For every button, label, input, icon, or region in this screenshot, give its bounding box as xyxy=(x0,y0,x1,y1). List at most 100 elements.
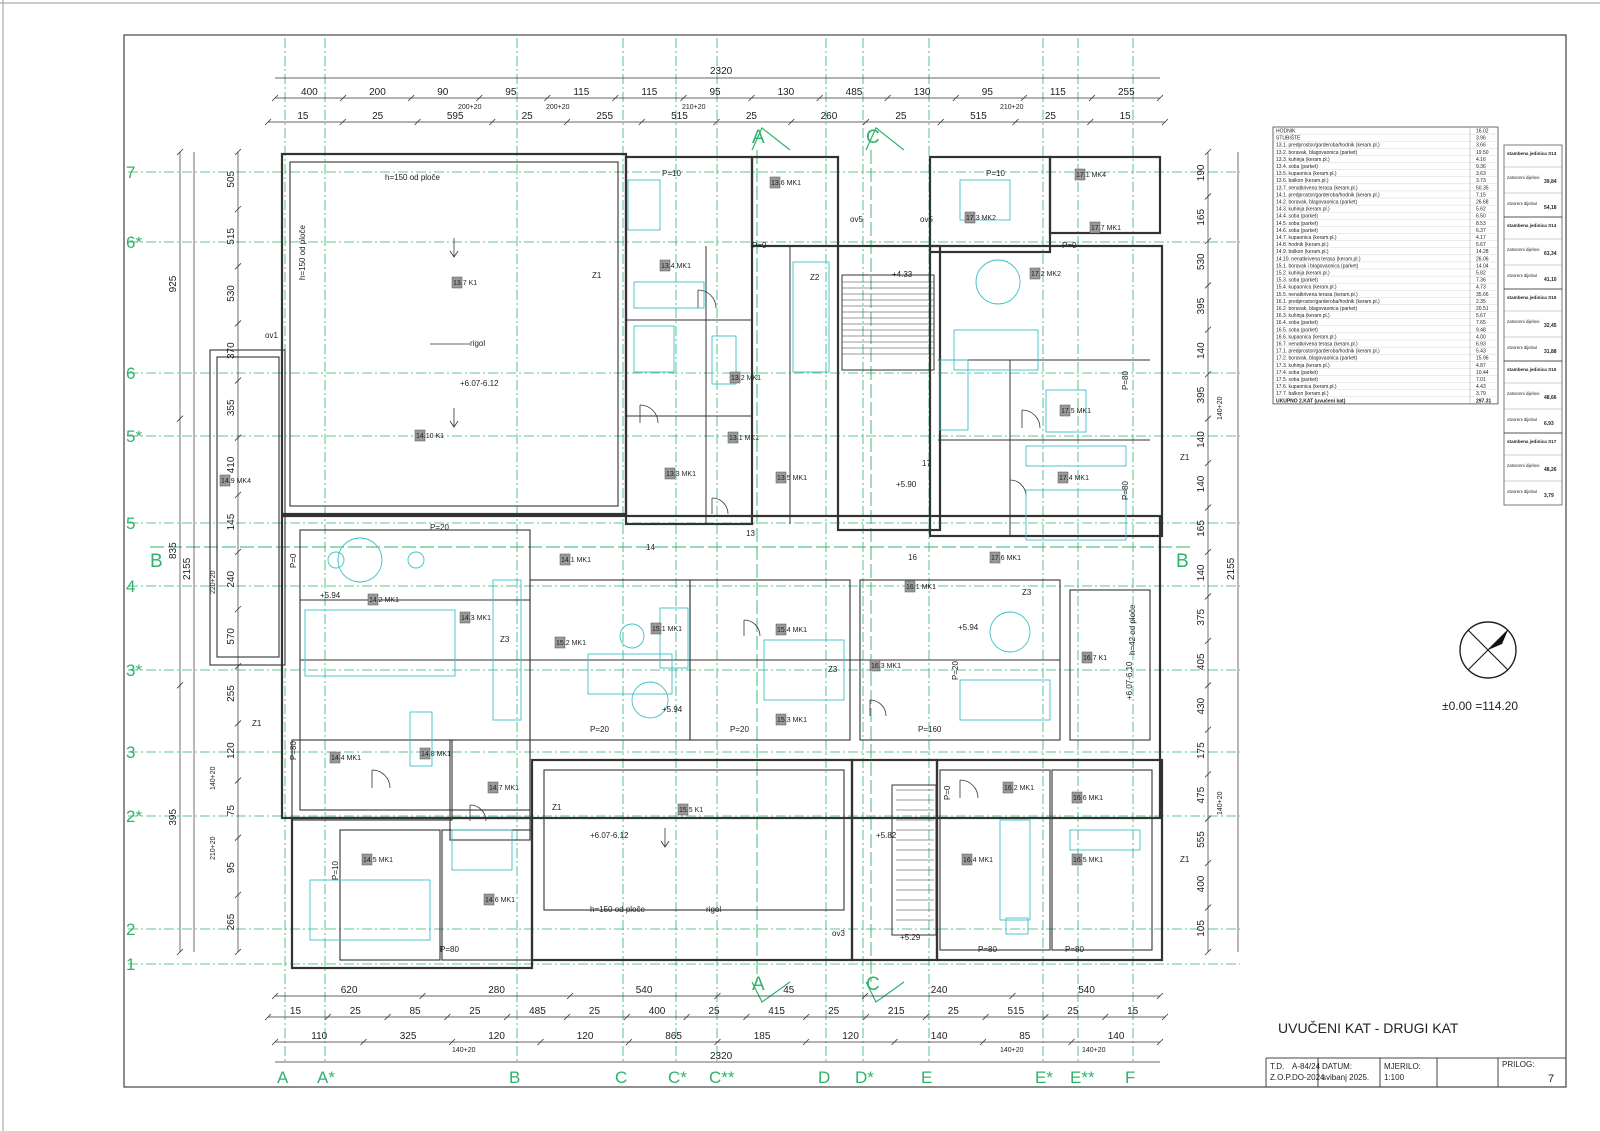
wall xyxy=(280,514,1162,820)
room-tag: 17.3 MK2 xyxy=(966,215,996,222)
dim-tick xyxy=(1204,459,1212,467)
unit-open-value: 31,88 xyxy=(1544,349,1557,355)
area-row-value: 2.35 xyxy=(1476,299,1486,305)
dim-tick xyxy=(234,491,242,499)
bottom-row2-value: 25 xyxy=(589,1006,601,1017)
area-total-value: 297.31 xyxy=(1476,398,1492,404)
bottom-row3-value: 120 xyxy=(577,1031,594,1042)
dim-tick xyxy=(1161,118,1169,126)
dim-tick xyxy=(264,118,272,126)
annotation-h150_vert: h=150 od ploče xyxy=(298,225,307,280)
top-row1-value: 115 xyxy=(1050,87,1066,98)
dim-tick xyxy=(1204,148,1212,156)
annotation-ov1: ov1 xyxy=(265,331,278,340)
area-row-name: 14.1. predprostor/garderoba/hodnik (kera… xyxy=(1276,192,1380,198)
area-row-value: 20.51 xyxy=(1476,306,1489,312)
unit-name: stambena jedinica S14 xyxy=(1507,223,1557,228)
furniture-item xyxy=(763,639,845,701)
right-col-a-value: 375 xyxy=(1196,609,1207,626)
annotation-level_mid: +5.94 xyxy=(320,591,341,600)
dim-tick xyxy=(748,94,755,102)
room-tag: 14.1 MK1 xyxy=(561,557,591,564)
area-row-value: 3.73 xyxy=(1476,178,1486,184)
room-tag: 15.1 MK1 xyxy=(652,626,682,633)
top-row2-value: 25 xyxy=(895,111,907,122)
unit-name: stambena jedinica S16 xyxy=(1507,367,1557,372)
bottom-row1-value: 620 xyxy=(341,985,358,996)
bottom-row3-value: 120 xyxy=(842,1031,859,1042)
dim-tick xyxy=(1020,94,1028,102)
dim-tick xyxy=(802,1038,810,1046)
area-row-value: 7.36 xyxy=(1476,278,1486,284)
door-swing-icon xyxy=(959,779,979,799)
room-tag-swatch xyxy=(554,636,566,649)
annotation-p10: P=10 xyxy=(331,861,340,880)
annotation-p20: P=20 xyxy=(951,661,960,680)
room-tag: 17.6 MK1 xyxy=(991,555,1021,562)
bottom-row3-value: 325 xyxy=(400,1031,417,1042)
dim-tick xyxy=(1068,1038,1075,1046)
dim-tick xyxy=(1156,1038,1164,1046)
left-col-b-value: 515 xyxy=(226,228,237,245)
room-tag: 13.4 MK1 xyxy=(661,263,691,270)
room-tag: 16.2 MK1 xyxy=(1004,785,1034,792)
area-row-value: 14.28 xyxy=(1476,249,1489,255)
furniture-item xyxy=(619,623,645,649)
stairwell xyxy=(891,784,937,936)
right-col-a-value: 140 xyxy=(1196,564,1207,581)
building-plan xyxy=(209,152,1164,970)
annotation-rigol: rigol xyxy=(470,339,485,348)
annotation-p80: P=80 xyxy=(1121,371,1130,390)
axis-label-B: B xyxy=(509,1068,520,1087)
annotation-h42: h=42 od ploče xyxy=(1128,604,1137,655)
wall xyxy=(624,155,754,526)
wall xyxy=(289,161,619,507)
area-row-value: 4.16 xyxy=(1476,157,1486,163)
area-row-name: 15.2. kuhinja (keram.pl.) xyxy=(1276,271,1330,277)
area-row-name: 17.7. balkon (keram.pl.) xyxy=(1276,391,1329,397)
dim-tick xyxy=(339,94,347,102)
area-row-value: 5.62 xyxy=(1476,207,1486,213)
room-tag: 14.10 K1 xyxy=(416,433,444,440)
right-col-a-value: 555 xyxy=(1196,831,1207,848)
area-row-value: 9.36 xyxy=(1476,164,1486,170)
wall xyxy=(939,769,1051,951)
dim-tick xyxy=(271,1038,279,1046)
right-col-a-value: 190 xyxy=(1196,164,1207,181)
room-tag-swatch xyxy=(659,259,671,272)
area-row-name: 16.1. predprostor/garderoba/hodnik (kera… xyxy=(1276,299,1380,305)
annotation-p80: P=80 xyxy=(1065,945,1084,954)
room-tag-swatch xyxy=(664,467,676,480)
top-row1-value: 95 xyxy=(982,87,994,98)
orientation-symbol: ±0.00 =114.20 xyxy=(1442,621,1518,713)
door-swing-icon xyxy=(1021,409,1041,429)
dim-tick xyxy=(1204,948,1212,956)
dim-tick xyxy=(1204,859,1212,867)
bottom-row2-value: 400 xyxy=(649,1006,666,1017)
wall xyxy=(216,356,280,658)
area-row-value: 8.53 xyxy=(1476,221,1486,227)
area-row-name: 14.10. nenatkrivena terasa (keram.pl.) xyxy=(1276,256,1361,262)
bottom-row3-value: 110 xyxy=(311,1031,327,1042)
room-tag: 15.3 MK1 xyxy=(777,717,807,724)
annotation-z1: Z1 xyxy=(592,271,602,280)
dim-tick xyxy=(1204,682,1212,689)
top-row2-value: 595 xyxy=(447,111,464,122)
area-row-name: 15.4. kupaonica (keram.pl.) xyxy=(1276,285,1337,291)
unit-closed-value: 48,66 xyxy=(1544,395,1557,401)
sheet-number: 7 xyxy=(1548,1073,1554,1085)
top-row1-sub: 210+20 xyxy=(1000,104,1024,111)
right-col-a-value: 165 xyxy=(1196,520,1207,537)
left-col-b-value: 570 xyxy=(226,628,237,645)
axis-label-A*: A* xyxy=(317,1068,335,1087)
area-row-name: 13.3. kuhinja (keram.pl.) xyxy=(1276,157,1330,163)
top-row1-value: 90 xyxy=(437,87,449,98)
top-row2-value: 25 xyxy=(522,111,534,122)
room-tag: 17.2 MK2 xyxy=(1031,271,1061,278)
annotation-ov3: ov3 xyxy=(832,929,845,938)
left-col-a-value: 835 xyxy=(168,542,179,559)
axis-label-3: 3 xyxy=(126,743,135,762)
date-value: svibanj 2025. xyxy=(1322,1073,1369,1082)
